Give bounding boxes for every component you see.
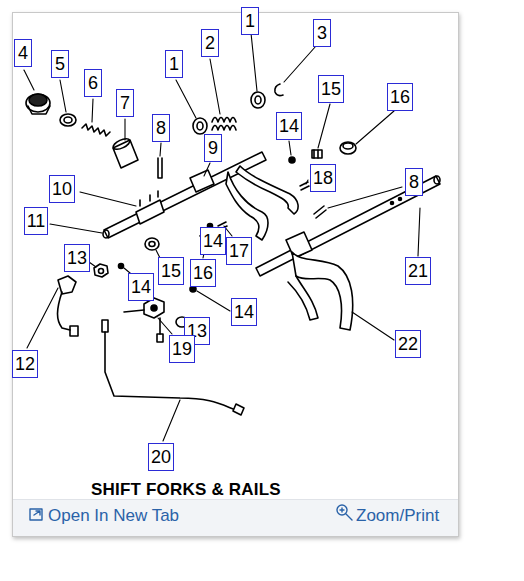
callout-number: 14 (231, 298, 257, 326)
callout-number: 8 (405, 168, 423, 196)
callout-number: 16 (387, 83, 413, 111)
callout-number: 20 (148, 443, 174, 471)
callout-number: 10 (49, 175, 75, 203)
callout-number: 7 (116, 89, 134, 117)
callout-number: 5 (51, 50, 69, 78)
callout-number: 12 (12, 350, 38, 378)
callout-number: 18 (310, 164, 336, 192)
callout-number: 19 (169, 335, 195, 363)
callout-number: 14 (200, 227, 226, 255)
callout-number: 14 (128, 273, 154, 301)
callout-number: 8 (152, 114, 170, 142)
footer-link: Zoom/Print (356, 506, 439, 526)
callout-number: 13 (64, 244, 90, 272)
callout-number: 15 (318, 75, 344, 103)
callout-number: 9 (204, 134, 222, 162)
callout-number: 3 (313, 19, 331, 47)
callout-number: 1 (165, 50, 183, 78)
callout-number: 2 (201, 29, 219, 57)
callout-number: 14 (276, 112, 302, 140)
callout-number: 22 (395, 330, 421, 358)
callout-number: 6 (84, 69, 102, 97)
callout-number: 15 (158, 257, 184, 285)
callout-number: 11 (24, 207, 49, 235)
footer-link: Open In New Tab (48, 506, 179, 526)
callout-number: 16 (190, 259, 216, 287)
callout-number: 21 (405, 257, 431, 285)
diagram-title: SHIFT FORKS & RAILS (91, 480, 281, 500)
callout-number: 1 (241, 7, 259, 35)
callout-number: 17 (226, 237, 252, 265)
callout-number: 4 (14, 39, 32, 67)
